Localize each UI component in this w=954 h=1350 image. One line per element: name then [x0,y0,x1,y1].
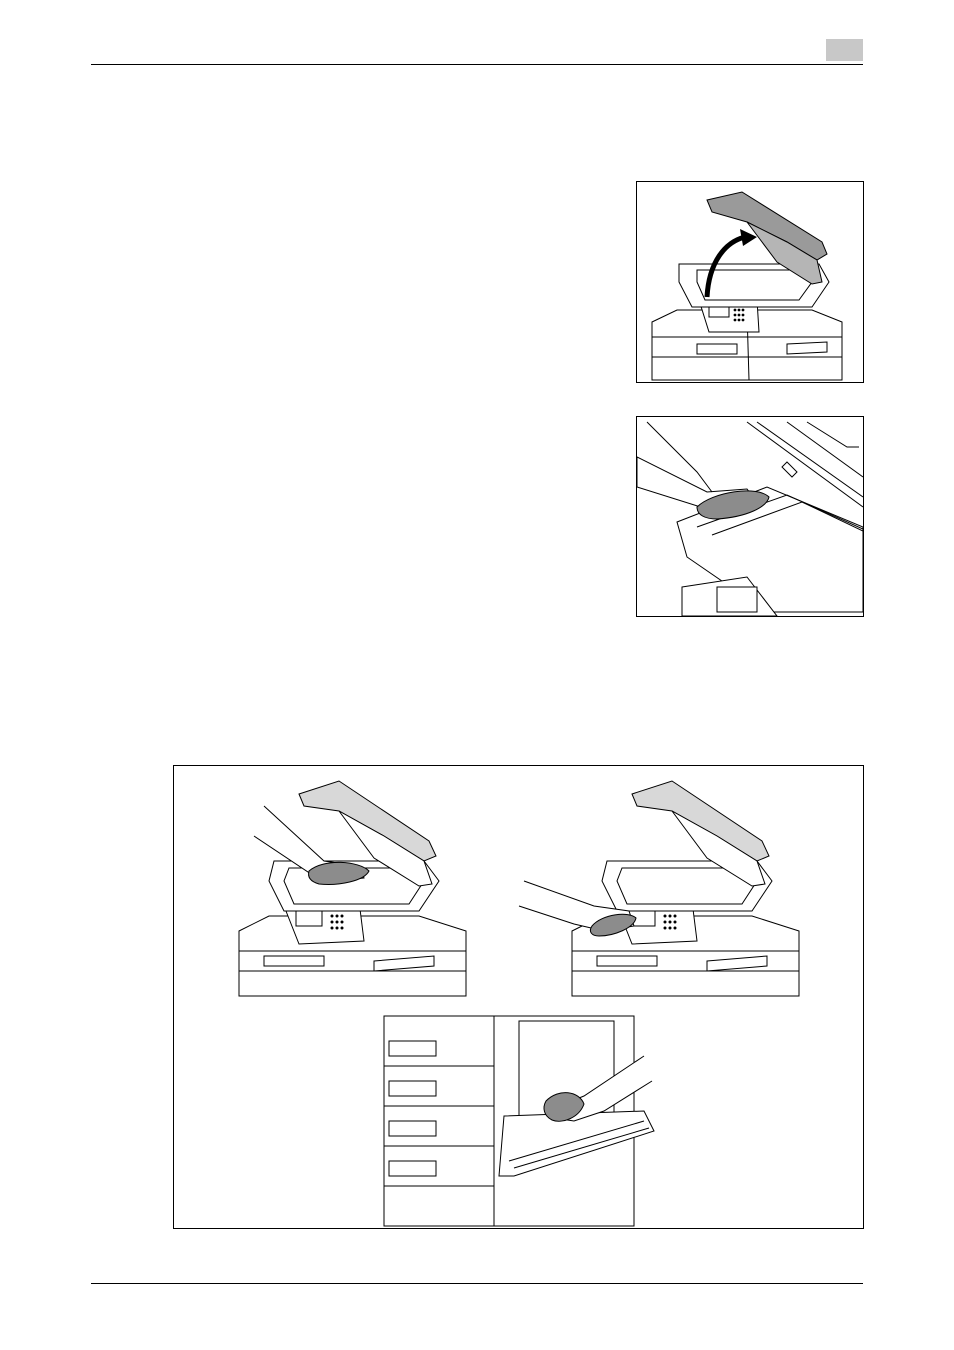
right-machine [572,781,799,996]
illustration-wipe-glass [637,417,863,616]
figure-clean-panel-and-tray [173,765,864,1229]
figure-wipe-glass [636,416,864,617]
bottom-machine [384,1016,654,1226]
left-machine [239,781,466,996]
illustration-open-feeder [637,182,863,382]
figure-open-feeder [636,181,864,383]
chapter-tab [826,39,863,61]
header-rule [91,64,863,65]
illustration-clean-panel-and-tray [174,766,863,1228]
footer-rule [91,1283,863,1284]
